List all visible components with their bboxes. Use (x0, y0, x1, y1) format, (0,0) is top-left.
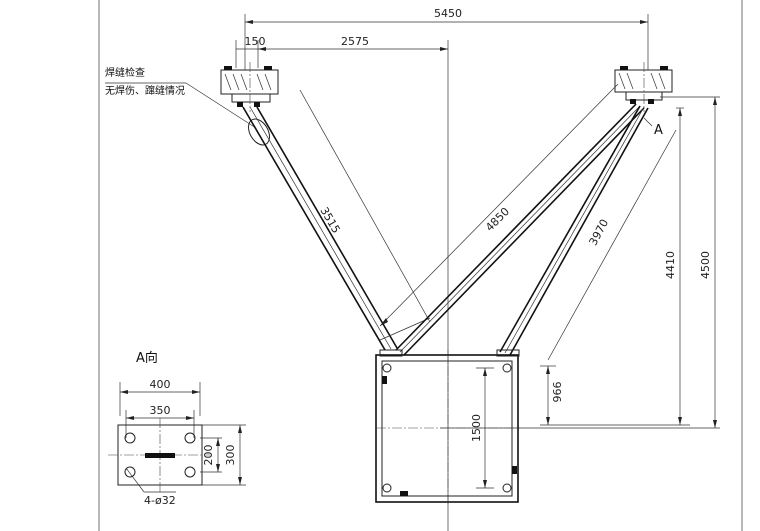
dimension-offsets: 150 2575 (235, 35, 449, 531)
right-anchor-block (614, 62, 673, 112)
weld-note-title: 焊缝检查 (105, 66, 145, 79)
dimension-2575-label: 2575 (341, 35, 369, 48)
detail-height-300-label: 300 (224, 445, 237, 466)
detail-view-title: A向 (136, 350, 158, 366)
dimension-3515-label: 3515 (317, 205, 342, 236)
weld-inspection-marker (248, 118, 270, 146)
dimension-overall-width: 5450 (244, 7, 649, 70)
dimension-3970-label: 3970 (587, 217, 612, 248)
dimension-5450-label: 5450 (434, 7, 462, 20)
right-strut: 3970 (499, 105, 677, 361)
dimension-4410-label: 4410 (664, 251, 677, 279)
left-anchor-block (220, 62, 279, 112)
dimension-4850-label: 4850 (483, 205, 512, 234)
section-marker-label: A (654, 123, 663, 138)
detail-height-200-label: 200 (202, 445, 215, 466)
dimension-1500-label: 1500 (470, 414, 483, 442)
bottom-frame: 1500 (375, 349, 520, 506)
detail-view-a: A向 400 350 200 300 4-ø32 (108, 350, 246, 507)
weld-inspection-note: 焊缝检查 无焊伤、蹿缝情况 (105, 66, 270, 146)
dimension-frame-drop: 966 (540, 365, 564, 425)
dimension-4500-label: 4500 (699, 251, 712, 279)
dimension-heights: 4410 4500 (440, 96, 720, 429)
dimension-150-label: 150 (245, 35, 266, 48)
weld-note-detail: 无焊伤、蹿缝情况 (105, 84, 185, 97)
left-strut: 3515 (242, 89, 431, 351)
detail-width-400-label: 400 (150, 378, 171, 391)
dimension-966-label: 966 (551, 382, 564, 403)
detail-width-350-label: 350 (150, 404, 171, 417)
section-marker-a: A (643, 117, 663, 138)
detail-holes-label: 4-ø32 (144, 494, 176, 507)
